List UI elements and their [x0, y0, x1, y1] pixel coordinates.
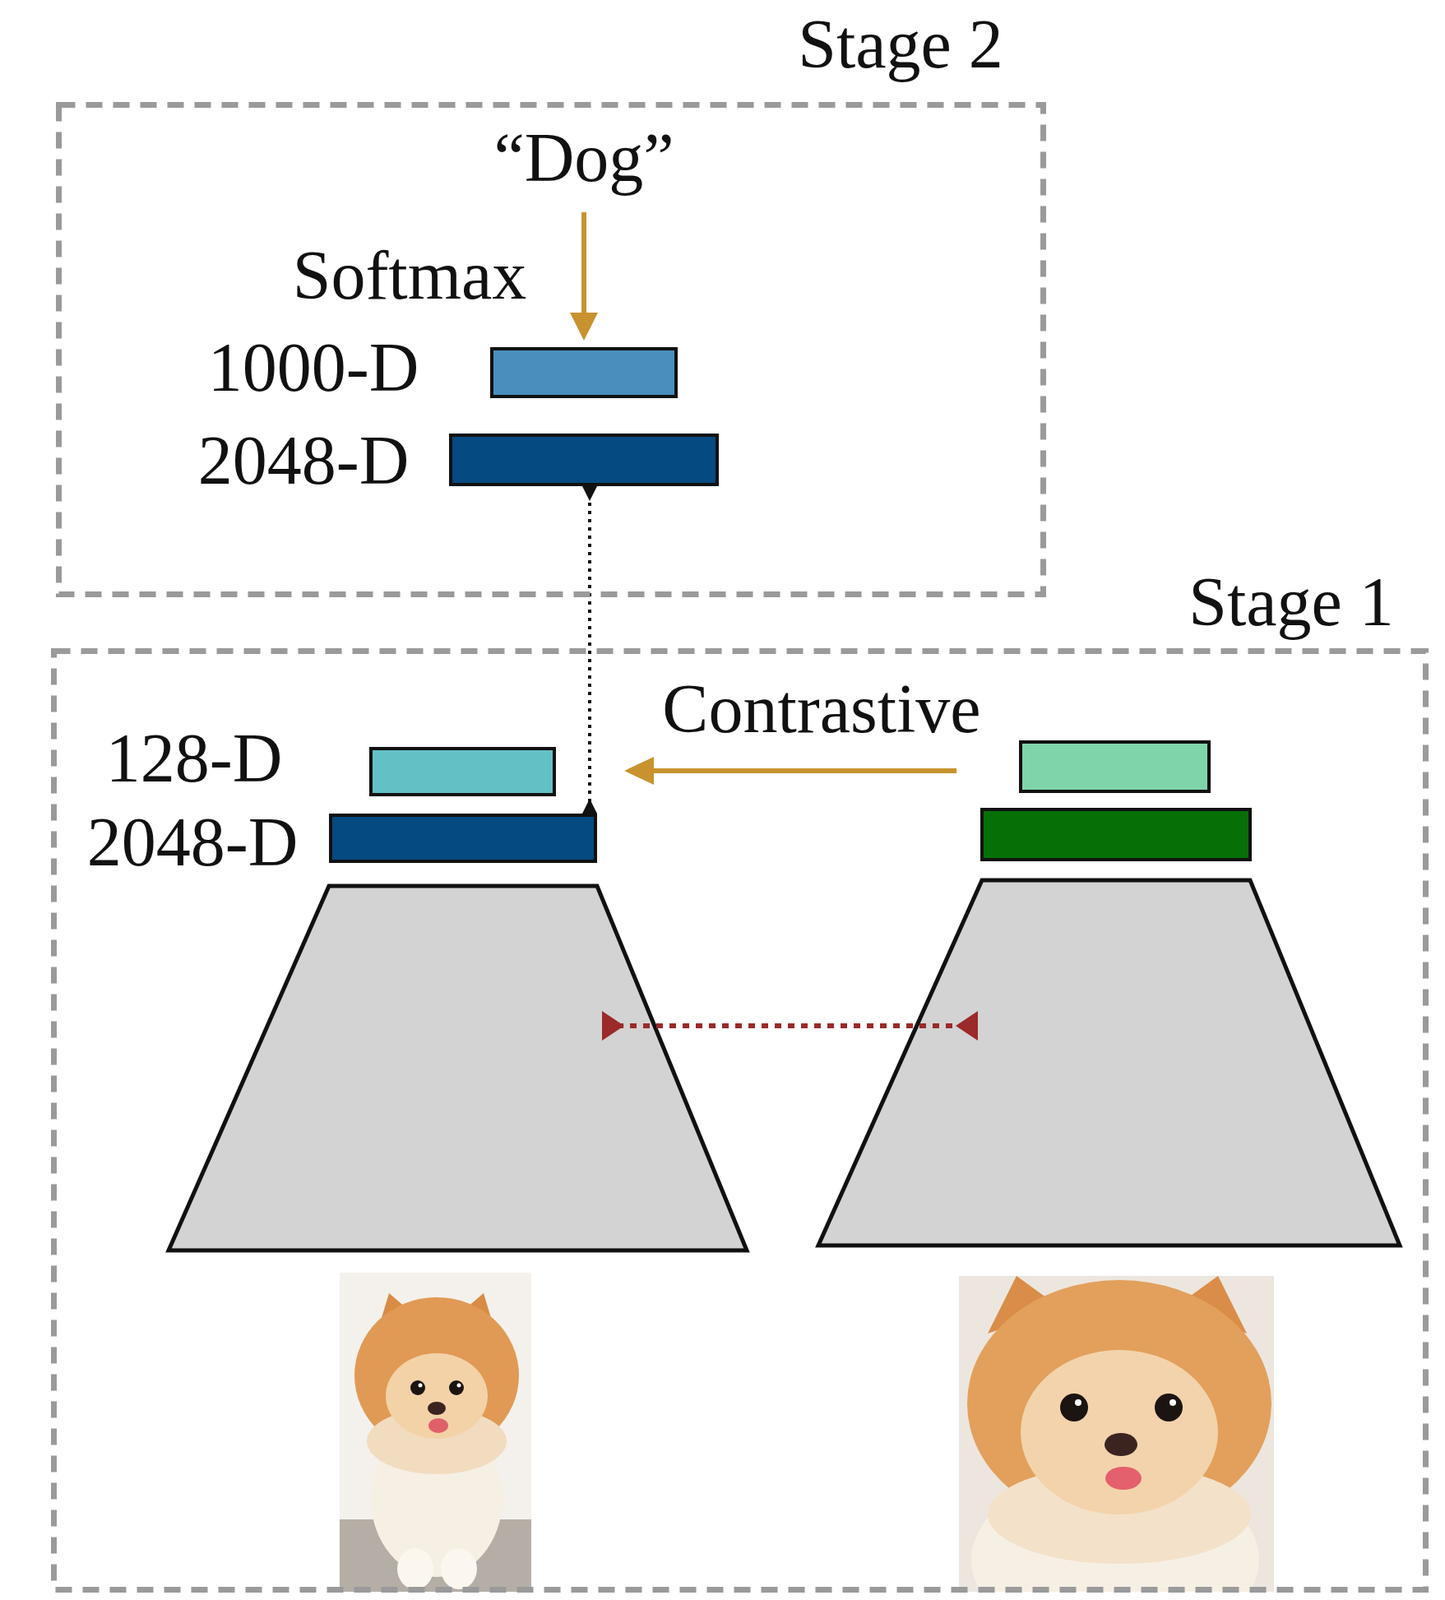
- dashed-outline: [54, 651, 1427, 1590]
- projection-box: [1020, 741, 1209, 792]
- eye-highlight: [1074, 1398, 1082, 1406]
- transfer-connector: [588, 486, 592, 814]
- encoder-trapezoid: [168, 885, 747, 1251]
- dimension-label: 2048-D: [87, 807, 299, 877]
- dog-nose: [427, 1401, 446, 1415]
- loss-arrow: [649, 768, 957, 774]
- stage-region: Stage 1128-D2048-D: [50, 648, 1429, 1593]
- dog-eye: [449, 1380, 464, 1395]
- dog-tongue: [1105, 1466, 1142, 1490]
- annotation-label: Softmax: [292, 240, 528, 311]
- feature-box: [981, 809, 1251, 860]
- annotation-label: “Dog”: [493, 123, 674, 193]
- feature-box: 2048-D: [449, 433, 719, 487]
- dog-photo: [958, 1275, 1274, 1592]
- dog-face: [385, 1352, 488, 1439]
- photo-background: [339, 1272, 532, 1592]
- dimension-label: 128-D: [106, 723, 283, 793]
- encoder-trapezoid: [818, 879, 1400, 1246]
- dog-face: [1020, 1349, 1219, 1515]
- eye-highlight: [457, 1383, 462, 1388]
- dog-nose: [1104, 1432, 1138, 1456]
- stage-label: Stage 1: [1188, 567, 1395, 637]
- dog-photo: [339, 1272, 532, 1592]
- eye-highlight: [418, 1383, 423, 1388]
- dog-tongue: [428, 1417, 449, 1433]
- dimension-label: 2048-D: [198, 426, 410, 496]
- dog-eye: [410, 1380, 426, 1395]
- line-cap: [955, 1010, 978, 1041]
- dashed-outline: [59, 105, 1044, 595]
- shared-weights-line: [616, 1023, 964, 1029]
- annotation-label: Contrastive: [662, 674, 981, 744]
- loss-arrow: [581, 212, 587, 316]
- arrow-head: [569, 312, 598, 341]
- dimension-label: 1000-D: [208, 333, 420, 403]
- dog-eye: [1060, 1393, 1089, 1422]
- feature-box: 1000-D: [490, 347, 678, 399]
- line-cap: [602, 1010, 625, 1041]
- eye-highlight: [1169, 1398, 1177, 1406]
- dog-eye: [1154, 1393, 1183, 1422]
- feature-box: 2048-D: [328, 813, 598, 863]
- dog-leg: [440, 1547, 478, 1589]
- dog-leg: [397, 1547, 434, 1589]
- feature-box: 128-D: [369, 746, 556, 797]
- arrow-head: [624, 756, 654, 785]
- stage-label: Stage 2: [797, 9, 1004, 79]
